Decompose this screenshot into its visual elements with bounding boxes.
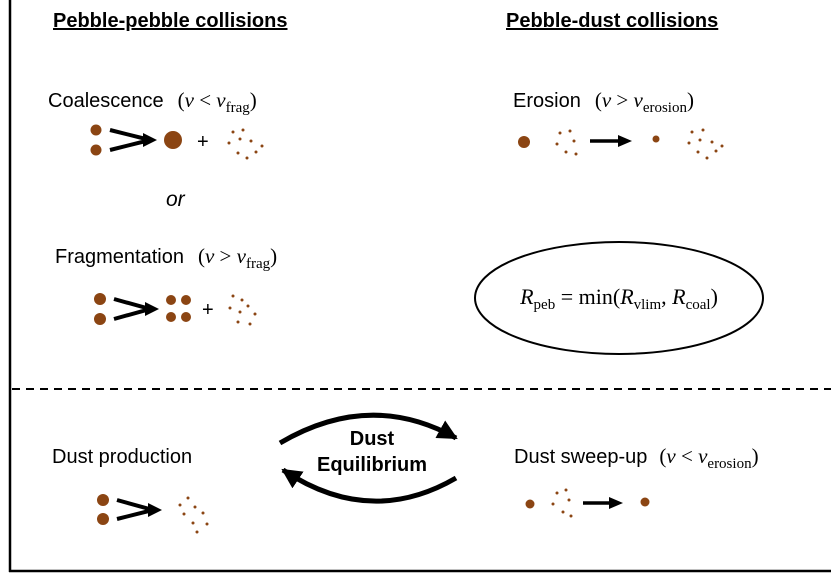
coalescence-label: Coalescence [48, 90, 164, 112]
erosion-condition: (v > verosion) [594, 88, 694, 116]
pebble [97, 494, 109, 506]
pebble-radius-equation: Rpeb = min(Rvlim, Rcoal) [520, 284, 718, 313]
coalescence-row: Coalescence (v < vfrag) [48, 88, 257, 116]
cycle-arrow-bottom [281, 467, 458, 504]
fragmentation-reaction [94, 293, 257, 326]
merge-arrow-head [143, 133, 157, 147]
cycle-arrow-top [278, 412, 458, 446]
pebble [97, 513, 109, 525]
large-pebble [164, 131, 182, 149]
collide-arrow [116, 498, 161, 521]
or-text: or [166, 188, 185, 211]
pebble [90, 124, 102, 136]
heading-pebble-pebble: Pebble-pebble collisions [53, 10, 288, 32]
dust-cloud [178, 496, 209, 534]
equation-ellipse [474, 241, 764, 355]
pebble [94, 313, 106, 325]
dust-equilibrium-label: Dust Equilibrium [292, 426, 452, 478]
heading-pebble-dust: Pebble-dust collisions [506, 10, 719, 32]
plus-sign: + [197, 131, 209, 153]
collide-arrow [113, 297, 158, 321]
cycle-line-1: Dust [349, 428, 395, 450]
small-pebble [652, 135, 660, 143]
pebble [94, 293, 106, 305]
collide-arrow-head [145, 302, 159, 316]
dust-sweep-up-reaction [525, 488, 650, 518]
dust-cloud [551, 488, 573, 518]
dust-production-reaction [97, 494, 209, 534]
dust-cloud [228, 294, 257, 326]
pebble [525, 499, 535, 509]
dust-cloud [555, 129, 578, 156]
fragmentation-row: Fragmentation (v > vfrag) [55, 244, 278, 272]
cycle-line-2: Equilibrium [317, 454, 427, 476]
dust-cloud [687, 128, 724, 160]
coalescence-condition: (v < vfrag) [177, 88, 257, 116]
pebble-result [640, 497, 650, 507]
dust-sweep-up-label: Dust sweep-up [514, 446, 648, 468]
dust-sweep-up-condition: (v < verosion) [659, 444, 759, 472]
pebble [90, 144, 102, 156]
erosion-row: Erosion (v > verosion) [513, 88, 694, 116]
pebble [518, 136, 530, 148]
dust-production-label: Dust production [52, 446, 193, 468]
erosion-label: Erosion [513, 90, 581, 112]
fragmentation-label: Fragmentation [55, 246, 184, 268]
dust-sweep-up-row: Dust sweep-up (v < verosion) [514, 444, 759, 472]
erosion-reaction [518, 128, 724, 160]
plus-sign: + [202, 299, 214, 321]
coalescence-reaction [90, 124, 264, 160]
fragmentation-condition: (v > vfrag) [197, 244, 278, 272]
fragment-group [166, 295, 191, 322]
dust-cloud [227, 128, 264, 160]
cycle-arrows [278, 412, 458, 504]
